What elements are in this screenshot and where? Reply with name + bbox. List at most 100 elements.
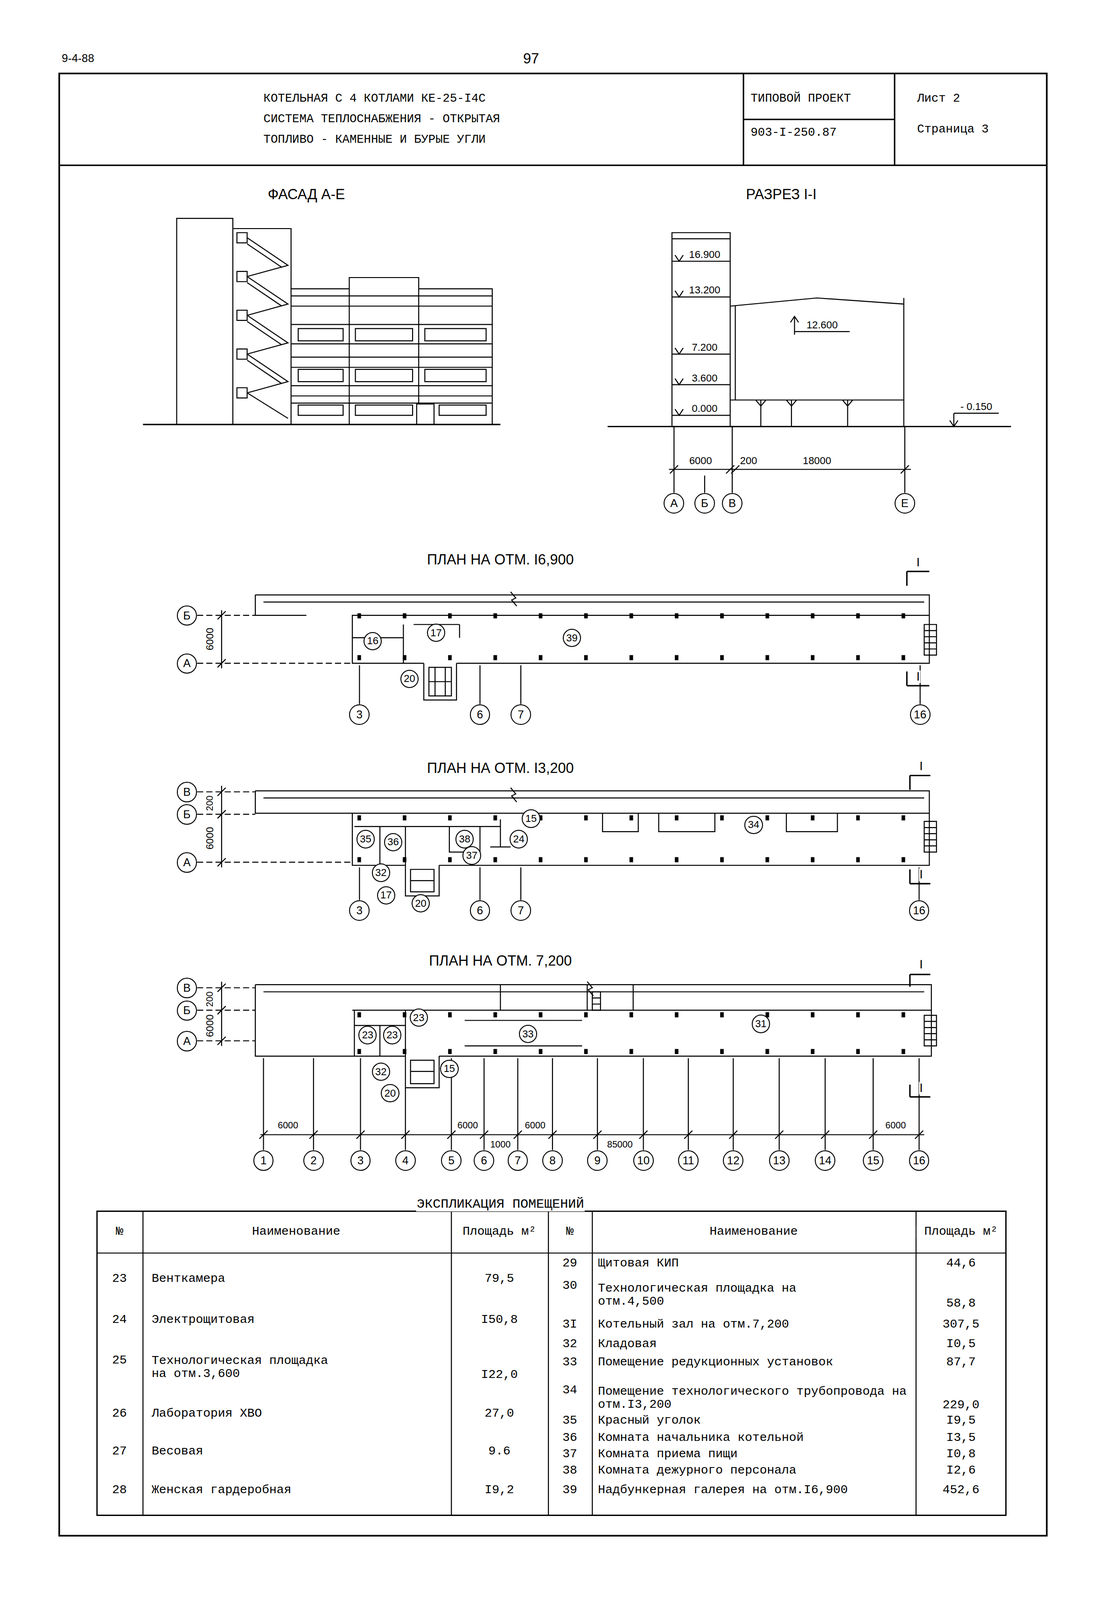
- callout-number: 33: [522, 1029, 534, 1040]
- view-title: ПЛАН НА ОТМ. I6,900: [426, 552, 574, 567]
- plan-walls: [255, 791, 930, 866]
- axis-lines: [196, 792, 353, 863]
- axis-label: А: [182, 1036, 191, 1048]
- room-callout: 23: [358, 1026, 377, 1045]
- axis-bubble: 16: [910, 704, 931, 726]
- table-cell: 39: [561, 1484, 578, 1498]
- axis-bubble: В: [176, 782, 198, 803]
- table-cell: Комната дежурного персонала: [597, 1465, 910, 1479]
- table-header: Наименование: [251, 1226, 341, 1240]
- table-title: ЭКСПЛИКАЦИЯ ПОМЕЩЕНИЙ: [416, 1197, 585, 1212]
- axis-label: 12: [727, 1155, 740, 1167]
- dimension: 200: [204, 991, 215, 1008]
- room-callout: 15: [521, 809, 540, 828]
- table-cell: Технологическая площадка на отм.4,500: [597, 1282, 803, 1309]
- table-cell: Технологическая площадка на отм.3,600: [151, 1355, 342, 1382]
- elevation-mark: 0.000: [691, 403, 719, 414]
- axis-bubble: Б: [694, 493, 715, 514]
- axis-bubble: 11: [678, 1150, 699, 1172]
- axis-label: 16: [912, 905, 926, 917]
- table-cell: 452,6: [942, 1484, 980, 1498]
- title-block-lines: [59, 73, 1047, 166]
- table-cell: I0,5: [945, 1338, 977, 1352]
- axis-bubble: 9: [587, 1150, 608, 1172]
- table-cell: 307,5: [942, 1319, 980, 1333]
- dimension: 6000: [688, 455, 713, 466]
- room-callout: 20: [380, 1084, 399, 1103]
- title-text: Лист 2: [917, 88, 1047, 110]
- axis-label: Б: [183, 1005, 191, 1017]
- table-cell: I50,8: [480, 1314, 519, 1328]
- axis-bubble: 16: [909, 1150, 930, 1172]
- ground-line: [142, 423, 501, 426]
- axis-label: 3: [356, 709, 363, 721]
- title-text: ТИПОВОЙ ПРОЕКТ: [750, 88, 895, 110]
- table-cell: 28: [111, 1484, 128, 1498]
- axis-label: 1: [260, 1155, 267, 1167]
- table-cell: I9,5: [945, 1414, 977, 1428]
- title-cell: Лист 2Страница 3: [894, 73, 1047, 166]
- axis-bubble: 7: [507, 1150, 529, 1172]
- axis-bubble: 3: [350, 1150, 371, 1172]
- table-cell: 3I: [561, 1319, 578, 1333]
- section-mark: I: [916, 556, 921, 570]
- room-callout: 24: [509, 830, 528, 849]
- column-row: [357, 1049, 926, 1055]
- plan-walls: [255, 595, 930, 664]
- axis-bubble: А: [176, 653, 198, 675]
- axis-bubble: В: [176, 978, 198, 999]
- line-work: [59, 73, 1047, 1537]
- section-mark: I: [918, 868, 924, 882]
- dimension-line: [259, 1131, 925, 1140]
- callout-number: 17: [430, 628, 442, 639]
- axis-label: А: [182, 857, 191, 869]
- callout-number: 38: [459, 834, 471, 845]
- section-tower: [672, 232, 731, 427]
- axis-label: 6: [481, 1155, 488, 1167]
- table-cell: Электрощитовая: [151, 1314, 449, 1328]
- axis-bubble: Б: [176, 605, 198, 627]
- title-text: КОТЕЛЬНАЯ С 4 КОТЛАМИ КЕ-25-I4С: [263, 88, 744, 110]
- sheet-code: 9-4-88: [61, 52, 95, 64]
- title-text: СИСТЕМА ТЕПЛОСНАБЖЕНИЯ - ОТКРЫТАЯ: [263, 109, 744, 130]
- axis-label: 15: [867, 1155, 880, 1167]
- table-cell: Комната начальника котельной: [597, 1432, 910, 1446]
- title-cell: ТИПОВОЙ ПРОЕКТ: [743, 73, 895, 120]
- elevation-mark: 12.600: [805, 319, 839, 330]
- column-row: [357, 613, 926, 619]
- title-text: ТОПЛИВО - КАМЕННЫЕ И БУРЫЕ УГЛИ: [263, 129, 744, 151]
- title-text: 903-I-250.87: [750, 122, 895, 144]
- title-cell: 903-I-250.87: [743, 119, 895, 166]
- axis-label: 4: [402, 1155, 409, 1167]
- view-title: ПЛАН НА ОТМ. 7,200: [428, 953, 573, 969]
- table-cell: 32: [561, 1338, 578, 1352]
- axis-bubble: Б: [176, 1001, 198, 1022]
- callout-number: 37: [466, 850, 478, 861]
- table-header: №: [565, 1226, 574, 1240]
- axis-bubble: 6: [473, 1150, 495, 1172]
- axis-bubble: 6: [469, 900, 491, 922]
- axis-bubble: 3: [349, 900, 370, 922]
- table-cell: 29: [561, 1257, 578, 1271]
- callout-number: 32: [375, 1067, 387, 1078]
- room-callout: 16: [363, 632, 382, 651]
- table-header: №: [115, 1226, 124, 1240]
- column-row: [357, 655, 926, 661]
- dimension: 85000: [606, 1140, 634, 1150]
- axis-label: 2: [310, 1155, 317, 1167]
- axis-lines: [196, 988, 256, 1042]
- axis-bubble: 10: [633, 1150, 654, 1172]
- table-cell: 36: [561, 1432, 578, 1446]
- table-cell: 34: [561, 1384, 578, 1398]
- table-cell: 24: [111, 1314, 128, 1328]
- table-header: Наименование: [708, 1226, 798, 1240]
- axis-bubble: 15: [862, 1150, 884, 1172]
- axis-lines: [196, 615, 353, 664]
- dimension: 6000: [203, 627, 215, 652]
- axis-bubble: 7: [510, 704, 532, 726]
- axis-bubble: 3: [349, 704, 370, 726]
- table-cell: 23: [111, 1273, 128, 1287]
- view-title: ФАСАД А-Е: [267, 186, 346, 202]
- callout-number: 20: [384, 1088, 396, 1099]
- section-hall: [730, 298, 904, 427]
